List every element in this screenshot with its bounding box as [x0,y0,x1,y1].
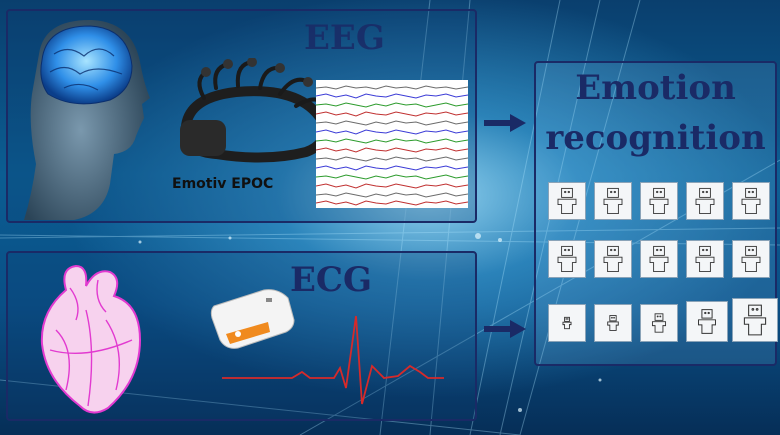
ecg-device-icon [210,289,295,349]
sam-figure-icon [732,182,770,220]
sam-figure-icon [640,240,678,278]
sam-grid [548,182,778,354]
sam-figure-icon [548,240,586,278]
eeg-signal-chart [316,80,468,208]
sam-figure-icon [732,240,770,278]
ecg-trace [222,315,444,405]
sam-figure-icon [640,182,678,220]
sam-figure-icon [640,304,678,342]
eeg-trace [316,183,468,189]
sam-figure-icon [686,182,724,220]
arrow-right-icon [484,114,526,132]
sam-figure-icon [594,182,632,220]
sam-figure-icon [548,182,586,220]
eeg-trace [316,111,468,117]
eeg-trace [316,165,468,171]
sam-figure-icon [686,240,724,278]
heart-icon [40,264,142,414]
eeg-trace [316,147,468,153]
brain-head-icon [24,19,150,220]
eeg-trace [316,85,468,90]
sam-figure-icon [732,298,778,342]
device-label: Emotiv EPOC [172,176,274,192]
emotion-title-line2: recognition [545,118,766,158]
eeg-title: EEG [304,18,385,58]
eeg-trace [316,93,468,99]
eeg-trace [316,156,468,162]
ecg-title: ECG [290,260,373,300]
arrow-right-icon [484,320,526,338]
emotion-title-line1: Emotion [575,68,736,108]
eeg-trace [316,200,468,206]
eeg-trace [316,138,468,144]
sam-figure-icon [594,304,632,342]
sam-figure-icon [548,304,586,342]
sam-figure-icon [686,301,728,342]
eeg-trace [316,129,468,135]
eeg-trace [316,120,468,126]
eeg-trace [316,102,468,108]
eeg-headset-icon [180,58,330,163]
eeg-trace [316,192,468,198]
sam-figure-icon [594,240,632,278]
eeg-trace [316,174,468,180]
